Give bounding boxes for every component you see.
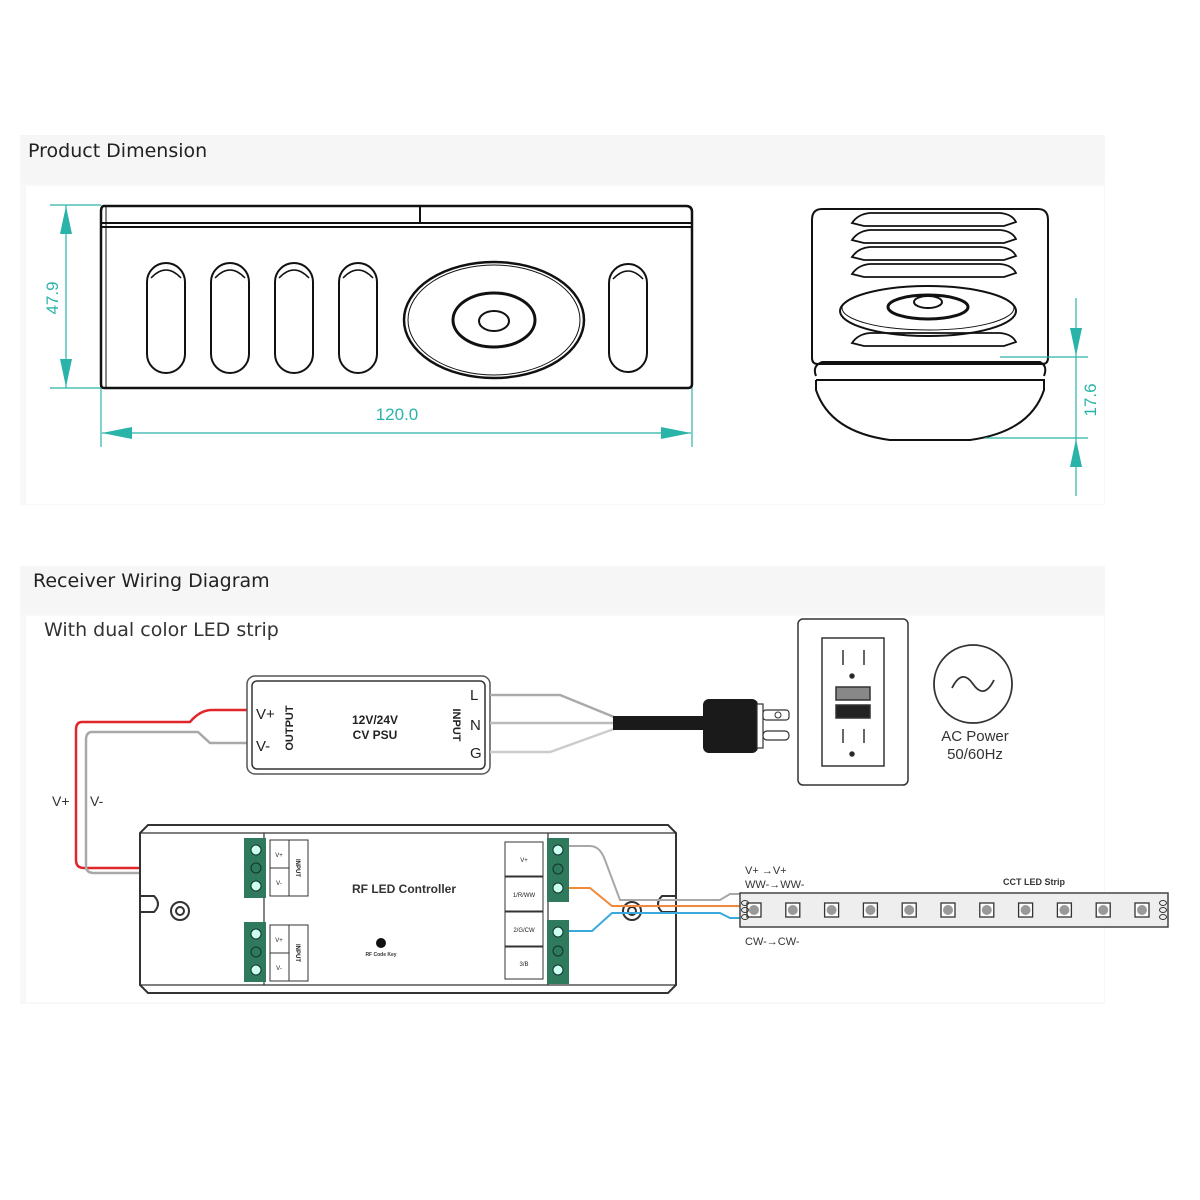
wire-vminus-gray [84,730,248,890]
strip-solder-pad [1159,900,1167,906]
front-slot [608,263,648,373]
psu-box [246,675,491,775]
front-dial [402,260,586,380]
ctrl-out-terminal: 1/R/WW [513,893,536,899]
wire-label-vplus: V+ [52,793,70,809]
led-lens [1137,905,1147,915]
wall-outlet [797,618,909,786]
ctrl-in1-vminus: V- [276,881,282,887]
psu-in-g: G [470,745,482,762]
psu-input-label: INPUT [450,709,462,742]
strip-solder-pad [741,907,749,913]
ctrl-out-terminal: V+ [520,858,528,864]
rf-code-key-label: RF Code Key [365,952,396,958]
psu-label-line2: CV PSU [353,728,398,742]
strip-wires [569,845,744,932]
psu-in-l: L [470,687,478,704]
input-terminal-block-2 [244,922,309,982]
led-lens [865,905,876,915]
height-dimension [50,204,101,389]
led-lens [826,905,837,915]
strip-solder-pad [1159,907,1167,913]
front-slot [210,262,250,374]
ctrl-in2-vminus: V- [276,966,282,972]
ac-power-line2: 50/60Hz [947,746,1003,763]
led-lens [787,905,798,915]
front-slot [338,262,378,374]
output-terminal-block-2 [547,920,569,984]
strip-label-ww: WW-→WW- [745,879,805,891]
rf-code-key-button[interactable] [376,938,386,948]
front-slot [274,262,314,374]
psu-out-vplus: V+ [256,706,275,723]
wiring-title: Receiver Wiring Diagram [33,570,270,592]
ctrl-out-terminal: 2/G/CW [513,928,535,934]
height-value: 47.9 [43,281,62,314]
width-dimension [100,388,693,447]
ac-power-line1: AC Power [941,728,1009,745]
wiring-subtitle: With dual color LED strip [44,619,279,641]
wire-label-vminus: V- [90,793,104,809]
led-lens [749,905,759,915]
front-view-drawing [99,204,694,390]
led-lens [981,905,992,915]
output-terminal-block-1 [547,838,569,902]
strip-title: CCT LED Strip [1003,877,1066,887]
strip-solder-pad [1159,914,1167,920]
width-value: 120.0 [376,405,419,424]
mains-wires [490,693,615,754]
ctrl-in2-label: INPUT [294,944,300,962]
strip-label-cw: CW-→CW- [745,936,800,948]
dimension-panel [26,186,1104,504]
power-plug [613,699,790,753]
controller-box [139,824,677,994]
psu-output-label: OUTPUT [284,705,296,751]
dimension-title: Product Dimension [28,140,208,162]
controller-title: RF LED Controller [352,882,456,896]
led-lens [943,905,953,915]
dimension-header-band [20,135,1105,183]
input-terminal-block-1 [244,838,309,898]
depth-value: 17.6 [1081,383,1100,416]
psu-in-n: N [470,717,481,734]
strip-solder-pad [741,914,749,920]
led-lens [904,905,915,915]
wiring-header-band [20,566,1105,614]
front-slot [146,262,186,374]
led-strip [739,892,1169,928]
ctrl-in1-vplus: V+ [275,853,283,859]
psu-out-vminus: V- [256,738,270,755]
strip-solder-pad [741,900,749,906]
ctrl-in1-label: INPUT [294,859,300,877]
psu-label-line1: 12V/24V [352,713,398,727]
led-lens [1098,905,1109,915]
output-terminal-labels [504,841,544,980]
wire-vplus-red [74,708,248,870]
depth-dimension [985,298,1088,496]
side-view-drawing [811,208,1049,441]
ac-power-icon [933,644,1013,724]
led-lens [1020,905,1031,915]
led-lens [1059,905,1070,915]
ctrl-in2-vplus: V+ [275,938,283,944]
ctrl-out-terminal: 3/B [519,962,528,968]
strip-label-vplus: V+ →V+ [745,865,787,877]
